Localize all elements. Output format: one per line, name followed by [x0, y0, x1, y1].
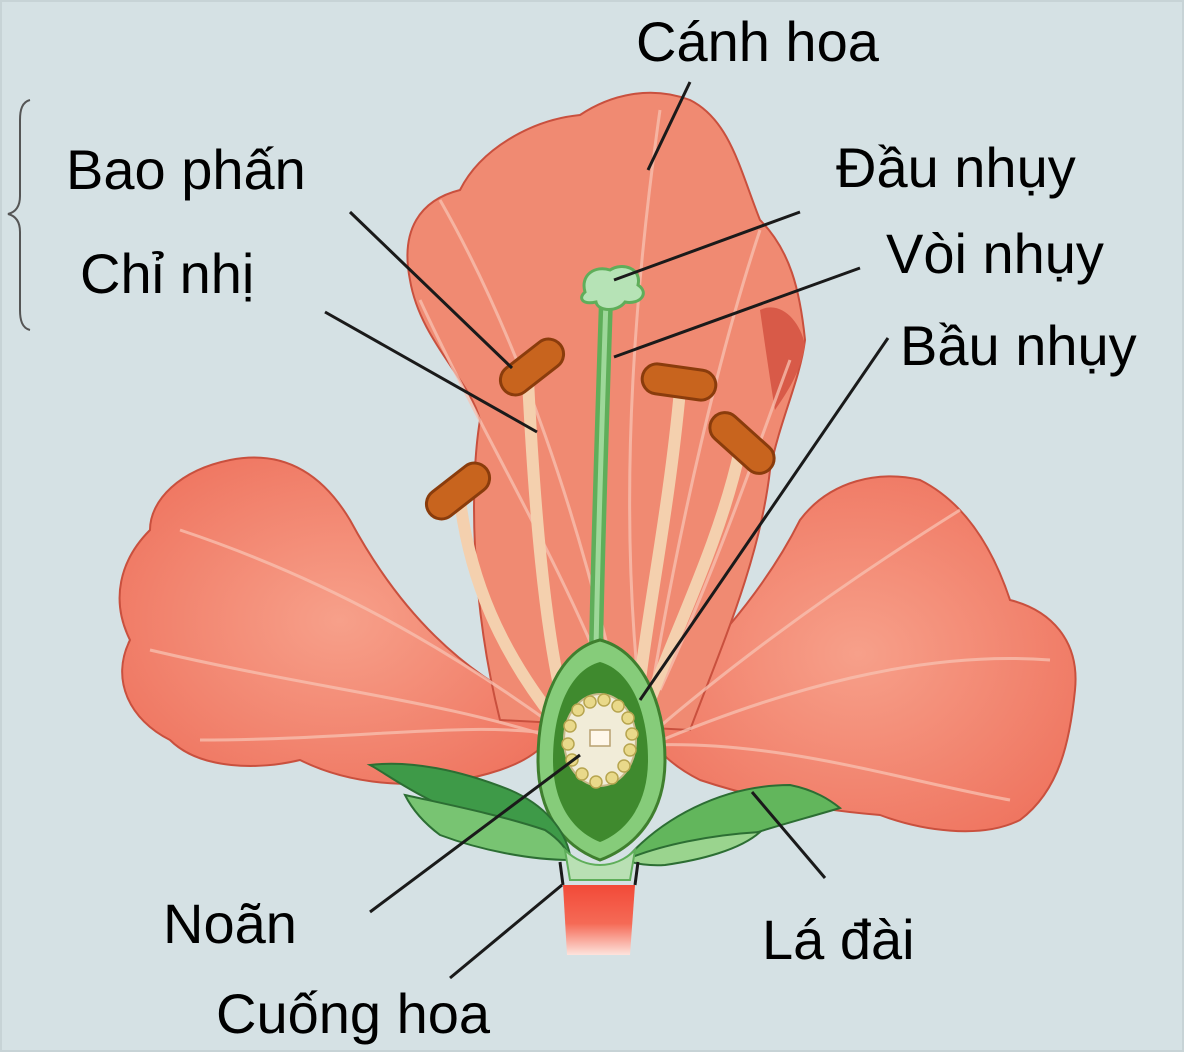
label-ovary: Bầu nhụy [900, 318, 1137, 374]
label-anther: Bao phấn [66, 142, 306, 198]
label-filament: Chỉ nhị [80, 246, 254, 302]
pedicel [563, 885, 635, 955]
label-style: Vòi nhụy [886, 226, 1104, 282]
label-pedicel: Cuống hoa [216, 986, 490, 1042]
label-stigma: Đầu nhụy [836, 140, 1076, 196]
label-sepal: Lá đài [762, 912, 915, 968]
label-ovule: Noãn [163, 896, 297, 952]
label-petal: Cánh hoa [636, 14, 879, 70]
stamen-bracket [8, 100, 30, 330]
